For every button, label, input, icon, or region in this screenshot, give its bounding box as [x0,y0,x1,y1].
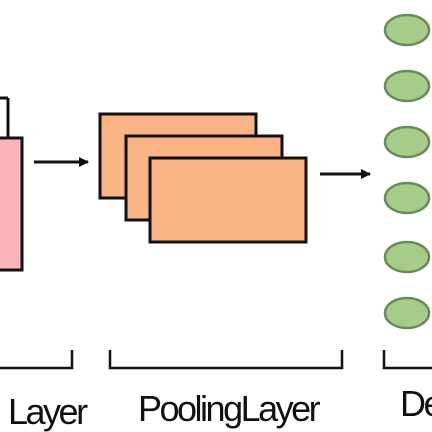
dense-layer-nodes [383,13,431,330]
conv-feature-map [0,136,24,272]
label-pooling-layer: PoolingLayer [138,388,321,429]
pooling-map-3 [148,156,308,244]
dense-node-4 [383,181,431,215]
dense-node-3 [383,125,431,159]
dense-node-1 [383,13,431,47]
bracket-dense [382,350,432,370]
dense-node-5 [383,240,431,274]
bracket-conv [0,350,74,370]
dense-node-6 [383,296,431,330]
dense-node-2 [383,69,431,103]
label-conv-layer: Layer [8,391,88,432]
pooling-layer [98,112,308,244]
label-dense-layer: De [400,383,432,424]
bracket-pooling [108,350,344,370]
conv-layer [0,96,24,272]
